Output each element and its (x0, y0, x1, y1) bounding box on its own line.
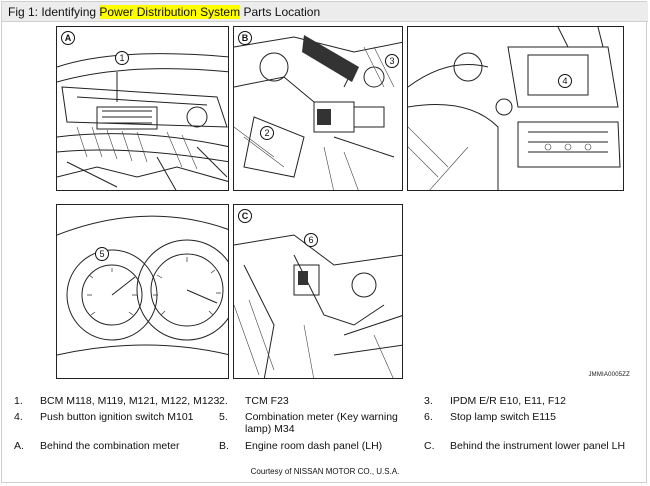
legend-text: IPDM E/R E10, E11, F12 (450, 395, 566, 407)
legend-number: 2. (219, 395, 228, 407)
dashboard-illustration (57, 53, 228, 190)
legend-text: Combination meter (Key warning lamp) M34 (245, 411, 398, 435)
legend-number: 5. (219, 411, 228, 423)
panel-c-lower-panel-view: C 6 (233, 204, 403, 379)
legend-number: 6. (424, 411, 433, 423)
title-prefix: Fig 1: Identifying (8, 5, 100, 19)
figure-title: Fig 1: Identifying Power Distribution Sy… (8, 5, 320, 19)
panel-letter-b: B (238, 31, 252, 45)
panel-letter-a: A (61, 31, 75, 45)
console-illustration (408, 27, 621, 190)
legend-text: Behind the instrument lower panel LH (450, 440, 626, 452)
title-highlight: Power Distribution System (99, 5, 241, 19)
callout-4: 4 (558, 74, 572, 88)
legend-text: TCM F23 (245, 395, 289, 407)
legend-text: Stop lamp switch E115 (450, 411, 557, 423)
legend-text: Push button ignition switch M101 (40, 411, 194, 423)
image-credit: Courtesy of NISSAN MOTOR CO., U.S.A. (250, 467, 400, 476)
combination-meter-illustration (57, 215, 228, 356)
legend-number: 1. (14, 395, 23, 407)
parts-location-figure: A 1 B 3 2 (44, 20, 634, 387)
legend-text: BCM M118, M119, M121, M122, M123 (40, 395, 220, 407)
title-bar: Fig 1: Identifying Power Distribution Sy… (2, 2, 648, 22)
callout-5: 5 (95, 247, 109, 261)
callout-3: 3 (385, 54, 399, 68)
callout-6: 6 (304, 233, 318, 247)
legend-text: Engine room dash panel (LH) (245, 440, 383, 452)
panel-a-dashboard-view: A 1 (56, 26, 229, 191)
panel-meter-view: 5 (56, 204, 229, 379)
panel-b-engine-room-view: B 3 2 (233, 26, 403, 191)
callout-2: 2 (260, 126, 274, 140)
legend-number: B. (219, 440, 229, 452)
title-suffix: Parts Location (240, 5, 321, 19)
legend-number: C. (424, 440, 435, 452)
engine-room-illustration (234, 35, 402, 190)
panel-console-view: 4 (407, 26, 624, 191)
panel-letter-c: C (238, 209, 252, 223)
legend-text: Behind the combination meter (40, 440, 180, 452)
callout-1: 1 (115, 51, 129, 65)
figure-code: JMMIA0005ZZ (588, 372, 630, 378)
legend-number: 3. (424, 395, 433, 407)
legend-number: 4. (14, 411, 23, 423)
legend-number: A. (14, 440, 24, 452)
lower-panel-illustration (234, 234, 402, 378)
